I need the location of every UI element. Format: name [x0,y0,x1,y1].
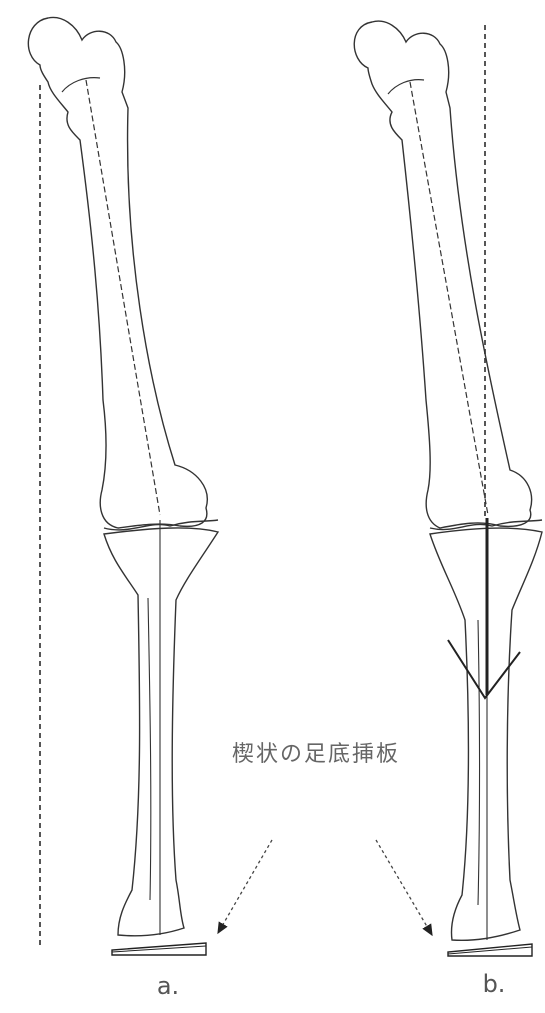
panel-b-femur-neck [388,80,424,94]
panel-b-label: b. [474,970,514,998]
panel-a-arrow [218,840,272,933]
panel-b-arrow [376,840,432,935]
panel-a [28,17,272,955]
wedge-insole-label: 楔状の足底挿板 [196,736,436,768]
panel-a-label: a. [148,972,188,1000]
panel-a-fibula [148,598,151,900]
panel-b-femur [354,21,531,528]
panel-a-femur-neck [62,78,100,92]
panel-b-femur-axis [410,82,488,515]
panel-a-femur [28,17,207,528]
panel-a-tibia [104,528,218,936]
panel-b [354,21,542,956]
panel-b-fibula [478,620,480,905]
